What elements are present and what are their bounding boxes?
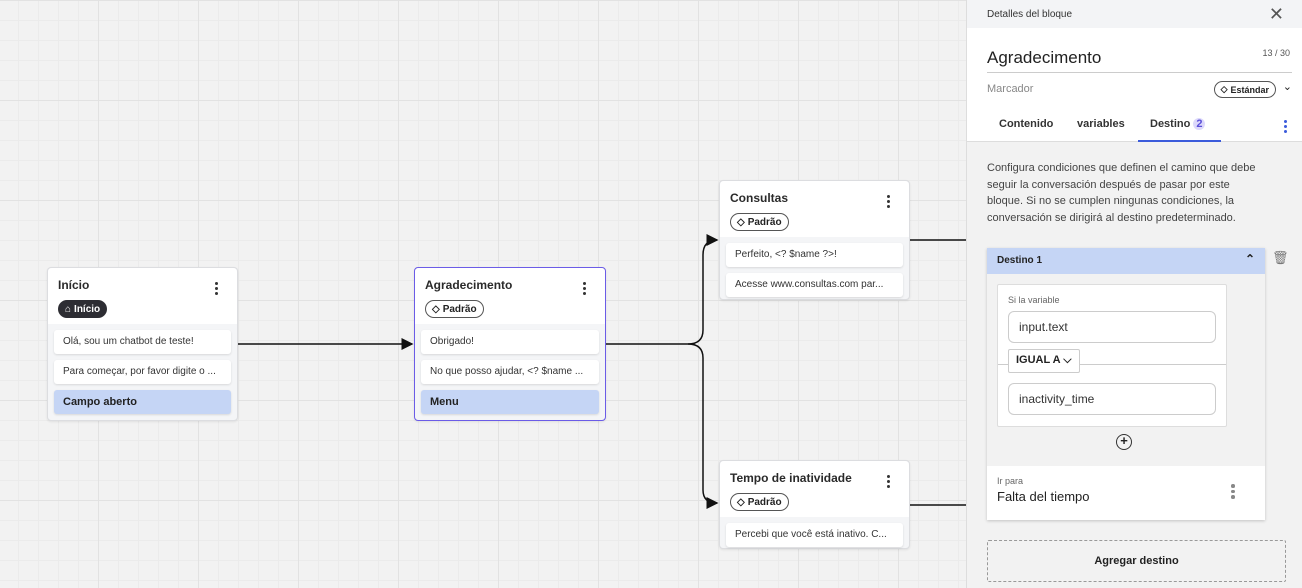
add-destination-button[interactable]: Agregar destino <box>987 540 1286 582</box>
message-item[interactable]: Obrigado! <box>421 330 599 354</box>
chevron-down-icon[interactable]: ⌄ <box>1282 81 1292 93</box>
node-title: Agradecimento <box>425 278 513 292</box>
message-item[interactable]: Olá, sou um chatbot de teste! <box>54 330 231 354</box>
active-tab-indicator <box>1138 140 1221 142</box>
message-item[interactable]: Percebi que você está inativo. C... <box>726 523 903 547</box>
node-title: Tempo de inatividade <box>730 471 852 485</box>
node-tempo-de-inatividade[interactable]: Tempo de inatividade ◇Padrão Percebi que… <box>719 460 910 549</box>
home-icon: ⌂ <box>65 303 72 315</box>
marker-label: Marcador <box>987 83 1034 95</box>
chevron-down-icon: ⌵ <box>1063 354 1072 366</box>
message-item[interactable]: No que posso ajudar, <? $name ... <box>421 360 599 384</box>
block-title-input[interactable]: Agradecimento <box>987 48 1102 67</box>
message-item[interactable]: Acesse www.consultas.com par... <box>726 273 903 297</box>
marker-tag: ◇Padrão <box>730 493 789 511</box>
value-input[interactable]: inactivity_time <box>1008 383 1216 415</box>
title-underline <box>987 72 1292 73</box>
node-agradecimento[interactable]: Agradecimento ◇Padrão Obrigado! No que p… <box>414 267 606 421</box>
char-counter: 13 / 30 <box>1262 48 1290 58</box>
tag-icon: ◇ <box>432 303 440 315</box>
tag-icon: ◇ <box>1220 84 1228 94</box>
description: Configura condiciones que definen el cam… <box>987 162 1256 224</box>
marker-tag: ◇Padrão <box>730 213 789 231</box>
more-options-icon[interactable] <box>1284 118 1288 135</box>
edge-agradecimento-tempo <box>687 343 719 509</box>
more-options-icon[interactable] <box>885 193 891 210</box>
more-options-icon[interactable] <box>581 280 587 297</box>
if-variable-label: Si la variable <box>1008 295 1060 305</box>
go-to-label: Ir para <box>997 476 1024 486</box>
destination-header[interactable]: Destino 1⌃ <box>987 248 1265 274</box>
tab-contenido[interactable]: Contenido <box>999 118 1054 130</box>
node-title: Consultas <box>730 191 789 205</box>
block-details-panel: Detalles del bloque ✕ Agradecimento 13 / … <box>966 0 1302 588</box>
tab-variables[interactable]: variables <box>1077 118 1125 130</box>
start-tag: ⌂Início <box>58 300 108 318</box>
message-item[interactable]: Para começar, por favor digite o ... <box>54 360 231 384</box>
count-badge: 2 <box>1193 118 1206 130</box>
panel-header: Detalles del bloque <box>987 9 1073 20</box>
more-options-icon[interactable] <box>213 280 219 297</box>
marker-select[interactable]: ◇Estándar <box>1213 81 1276 98</box>
marker-tag: ◇Padrão <box>425 300 484 318</box>
more-options-icon[interactable] <box>885 473 891 490</box>
input-item[interactable]: Menu <box>421 390 599 414</box>
edge-agradecimento-consultas <box>605 234 719 345</box>
trash-icon[interactable]: 🗑 <box>1272 250 1289 265</box>
node-consultas[interactable]: Consultas ◇Padrão Perfeito, <? $name ?>!… <box>719 180 910 300</box>
go-to-value: Falta del tiempo <box>997 489 1090 504</box>
operator-select[interactable]: IGUAL A ⌵ <box>1008 349 1080 373</box>
close-icon[interactable]: ✕ <box>1268 4 1284 24</box>
message-item[interactable]: Perfeito, <? $name ?>! <box>726 243 903 267</box>
node-inicio[interactable]: Início ⌂Início Olá, sou um chatbot de te… <box>47 267 238 421</box>
node-title: Início <box>58 278 90 292</box>
destination-card: Destino 1⌃ Si la variable input.text IGU… <box>987 248 1265 520</box>
divider <box>998 364 1226 365</box>
connections <box>238 234 970 509</box>
go-to-section[interactable]: Ir para Falta del tiempo <box>987 466 1265 520</box>
tag-icon: ◇ <box>737 216 745 228</box>
chevron-up-icon[interactable]: ⌃ <box>1244 252 1255 266</box>
more-options-icon[interactable] <box>1231 482 1235 501</box>
condition-box: Si la variable input.text IGUAL A ⌵ inac… <box>997 284 1227 427</box>
variable-input[interactable]: input.text <box>1008 311 1216 343</box>
tag-icon: ◇ <box>737 496 745 508</box>
add-condition-icon[interactable]: + <box>1116 434 1132 450</box>
input-item[interactable]: Campo aberto <box>54 390 231 414</box>
